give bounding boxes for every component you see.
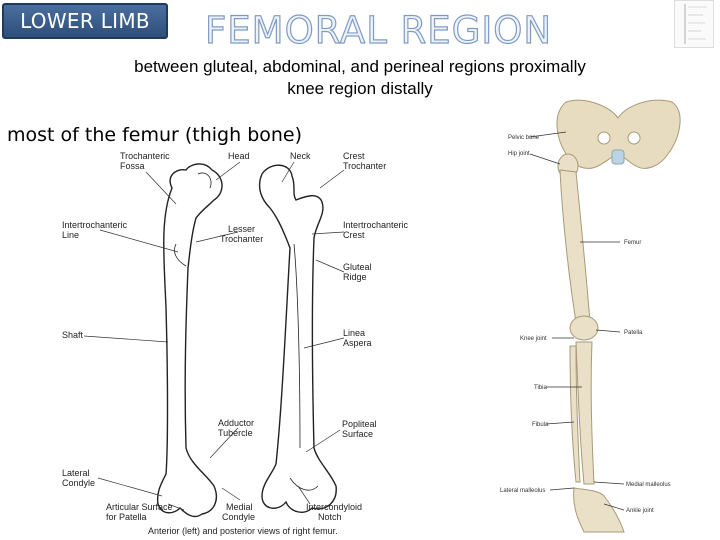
label-lateral-condyle-2: Condyle xyxy=(62,478,95,488)
leg-skeleton-diagram: Pelvic bone Hip joint Femur Patella Knee… xyxy=(500,92,712,537)
label-medial-condyle-2: Condyle xyxy=(222,512,255,522)
label-shaft: Shaft xyxy=(62,330,84,340)
label-intertrochanteric-crest-2: Crest xyxy=(343,230,365,240)
label-intercondyloid-notch-2: Notch xyxy=(318,512,342,522)
leg-bones-drawing xyxy=(558,154,624,532)
label-neck: Neck xyxy=(290,151,311,161)
body-text: most of the femur (thigh bone) xyxy=(7,124,302,146)
anterior-femur-drawing xyxy=(158,164,222,517)
slide-title: FEMORAL REGION xyxy=(205,6,545,56)
label-hip-joint: Hip joint xyxy=(508,151,530,157)
posterior-femur-drawing xyxy=(260,165,337,512)
label-head: Head xyxy=(228,151,250,161)
label-articular-surface-2: for Patella xyxy=(106,512,147,522)
label-lateral-condyle: Lateral xyxy=(62,468,90,478)
label-medial-malleolus: Medial malleolus xyxy=(626,482,671,488)
label-articular-surface: Articular Surface xyxy=(106,502,173,512)
label-gluteal-ridge: Gluteal xyxy=(343,262,372,272)
label-ankle-joint: Ankle joint xyxy=(626,508,654,514)
label-femur: Femur xyxy=(624,240,641,246)
label-gluteal-ridge-2: Ridge xyxy=(343,272,367,282)
label-intertrochanteric-line-2: Line xyxy=(62,230,79,240)
section-badge-label: LOWER LIMB xyxy=(20,9,150,33)
subtitle-line-1: between gluteal, abdominal, and perineal… xyxy=(40,56,680,78)
label-intertrochanteric-crest: Intertrochanteric xyxy=(343,220,409,230)
label-adductor-tubercle: Adductor xyxy=(218,418,254,428)
label-popliteal-surface-2: Surface xyxy=(342,429,373,439)
label-pelvic-bone: Pelvic bone xyxy=(508,135,540,141)
label-tibia: Tibia xyxy=(534,385,547,391)
label-linea-aspera: Linea xyxy=(343,328,365,338)
femur-diagram: Trochanteric Fossa Head Neck Crest Troch… xyxy=(0,148,440,540)
thumbnail-image xyxy=(674,0,714,48)
section-badge: LOWER LIMB xyxy=(2,3,168,39)
label-intertrochanteric-line: Intertrochanteric xyxy=(62,220,128,230)
label-intercondyloid-notch: Intercondyloid xyxy=(306,502,362,512)
label-linea-aspera-2: Aspera xyxy=(343,338,372,348)
label-lesser-trochanter-2: Trochanter xyxy=(220,234,263,244)
label-trochanteric-fossa: Trochanteric xyxy=(120,151,170,161)
label-trochanteric-fossa-2: Fossa xyxy=(120,161,145,171)
femur-labels: Trochanteric Fossa Head Neck Crest Troch… xyxy=(62,151,409,536)
label-medial-condyle: Medial xyxy=(226,502,253,512)
label-patella: Patella xyxy=(624,330,643,336)
label-fibula: Fibula xyxy=(532,422,549,428)
label-adductor-tubercle-2: Tubercle xyxy=(218,428,253,438)
label-crest-trochanter-2: Trochanter xyxy=(343,161,386,171)
label-lateral-malleolus: Lateral malleolus xyxy=(500,488,545,494)
femur-caption: Anterior (left) and posterior views of r… xyxy=(148,526,338,536)
label-crest-trochanter: Crest xyxy=(343,151,365,161)
label-lesser-trochanter: Lesser xyxy=(228,224,255,234)
label-knee-joint: Knee joint xyxy=(520,336,547,342)
label-popliteal-surface: Popliteal xyxy=(342,419,377,429)
